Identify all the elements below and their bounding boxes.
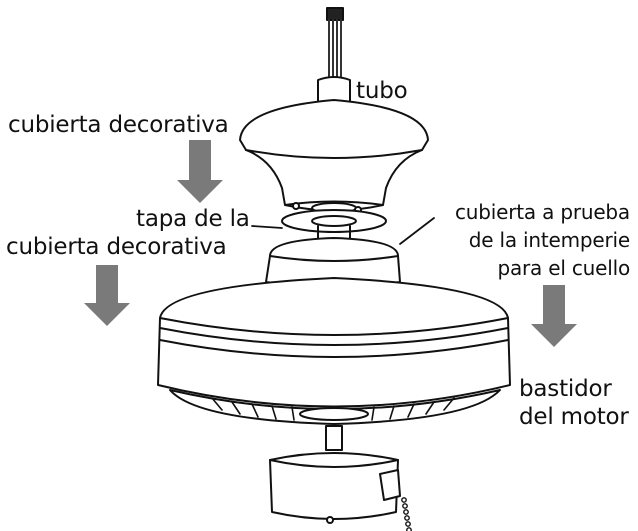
canopy-label: cubierta decorativa xyxy=(8,112,229,138)
light-kit-rod xyxy=(325,425,343,451)
leader-line-canopy-cover xyxy=(251,225,283,229)
switch-housing xyxy=(269,452,401,524)
collar-cover-label-line1: cubierta a prueba xyxy=(455,200,630,224)
down-arrow-canopy-cover xyxy=(84,265,130,326)
canopy-cover-label-line2: cubierta decorativa xyxy=(6,234,227,260)
motor-housing-label-line2: del motor xyxy=(519,404,629,430)
collar-cover-label-line3: para el cuello xyxy=(497,256,630,280)
canopy-screw-left xyxy=(292,202,300,210)
down-arrow-collar-cover xyxy=(531,285,577,347)
down-arrow-canopy xyxy=(177,140,223,203)
tube-label: tubo xyxy=(356,78,408,104)
leader-line-collar-cover xyxy=(399,217,435,245)
wire-leads xyxy=(326,7,344,85)
canopy xyxy=(239,99,429,212)
canopy-cover-ring xyxy=(281,209,387,233)
pull-chain xyxy=(401,497,412,531)
canopy-cover-label-line1: tapa de la xyxy=(136,206,250,232)
motor-housing-label-line1: bastidor xyxy=(519,376,612,402)
collar-cover-label-line2: de la intemperie xyxy=(468,228,630,252)
motor-housing xyxy=(157,277,511,425)
